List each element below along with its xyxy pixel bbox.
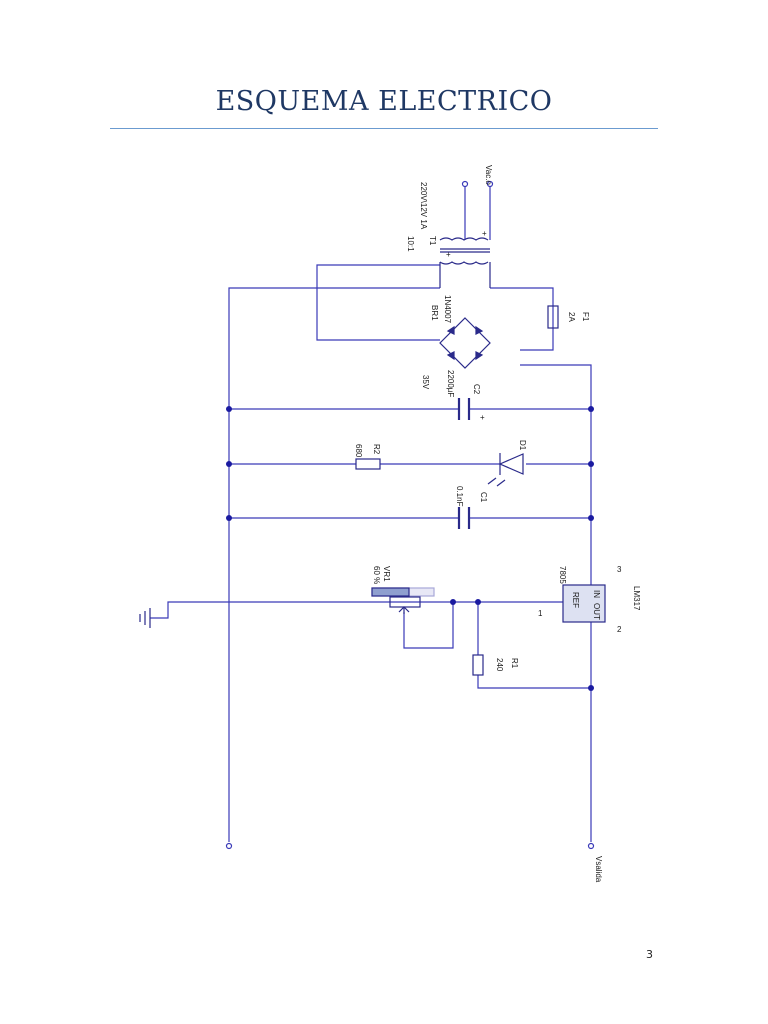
label-t1: T1 bbox=[428, 236, 437, 246]
junction-dot bbox=[226, 515, 232, 521]
capacitor-c2 bbox=[457, 398, 471, 420]
label-pin-ref: REF bbox=[571, 592, 580, 608]
schematic-labels: Vac.o 220V\12V 1A T1 10:1 + + 1N4007 BR1… bbox=[354, 165, 641, 883]
page-title: ESQUEMA ELECTRICO bbox=[215, 86, 553, 117]
junction-dot bbox=[588, 406, 594, 412]
regulator-lm317 bbox=[562, 584, 606, 623]
junction-dot bbox=[588, 515, 594, 521]
label-c2: C2 bbox=[472, 384, 481, 395]
r1-branch-wire-low bbox=[477, 675, 591, 689]
label-c1-val: 0.1nF bbox=[455, 486, 464, 507]
label-br1: BR1 bbox=[430, 305, 439, 321]
junction-dot bbox=[588, 685, 594, 691]
terminal-vout bbox=[587, 842, 595, 850]
ground-icon bbox=[139, 608, 151, 628]
junction-dots bbox=[226, 406, 594, 691]
label-c2-volt: 35V bbox=[421, 375, 430, 390]
page-number: 3 bbox=[646, 948, 653, 961]
label-plus-3: + bbox=[480, 413, 485, 422]
junction-dot bbox=[226, 406, 232, 412]
terminal-vac-1 bbox=[461, 180, 469, 188]
label-f1-val: 2A bbox=[567, 312, 576, 322]
junction-dot bbox=[226, 461, 232, 467]
label-pin-in: IN bbox=[592, 590, 601, 598]
label-reg-name: LM317 bbox=[632, 586, 641, 611]
label-r1-val: 240 bbox=[495, 658, 504, 672]
label-vout: Vsalida bbox=[594, 856, 603, 883]
label-reg-part: 7805 bbox=[558, 566, 567, 584]
transformer-loop-wire bbox=[316, 264, 440, 341]
label-pin2: 2 bbox=[617, 625, 622, 634]
potentiometer-vr1 bbox=[371, 587, 435, 614]
terminal-ground-out bbox=[225, 842, 233, 850]
junction-dot bbox=[588, 461, 594, 467]
label-vr1-pct: 60 % bbox=[372, 566, 381, 584]
label-plus-1: + bbox=[482, 229, 487, 238]
junction-dot bbox=[450, 599, 456, 605]
label-c1: C1 bbox=[479, 492, 488, 503]
resistor-r1 bbox=[472, 654, 484, 676]
left-rail-wire bbox=[228, 287, 440, 842]
terminals bbox=[225, 180, 595, 850]
fuse-wire bbox=[490, 287, 554, 351]
junction-dot bbox=[475, 599, 481, 605]
label-r2: R2 bbox=[372, 444, 381, 455]
label-br1-part: 1N4007 bbox=[443, 295, 452, 324]
label-vac-top: Vac.o bbox=[484, 165, 493, 185]
vr1-wiper-wire bbox=[403, 602, 454, 649]
fuse-f1 bbox=[547, 305, 559, 329]
label-pin1: 1 bbox=[538, 609, 543, 618]
label-r1: R1 bbox=[510, 658, 519, 669]
right-rail-wire bbox=[520, 364, 592, 842]
transformer-t1 bbox=[439, 237, 491, 288]
ground-wire bbox=[150, 601, 563, 619]
label-vr1: VR1 bbox=[382, 566, 391, 582]
wires bbox=[150, 186, 592, 842]
label-d1: D1 bbox=[518, 440, 527, 451]
terminal-vac-2 bbox=[486, 180, 494, 188]
capacitor-c1 bbox=[457, 507, 471, 529]
title-underline bbox=[110, 128, 658, 129]
components bbox=[139, 237, 606, 676]
label-vac-in: 220V\12V 1A bbox=[419, 182, 428, 230]
label-pin-out: OUT bbox=[592, 603, 601, 620]
label-c2-val: 2200µF bbox=[446, 370, 455, 397]
label-f1: F1 bbox=[581, 312, 590, 322]
resistor-r2 bbox=[355, 458, 381, 470]
label-r2-val: 680 bbox=[354, 444, 363, 458]
label-ratio: 10:1 bbox=[406, 236, 415, 252]
label-pin3: 3 bbox=[617, 565, 622, 574]
bridge-rectifier-br1 bbox=[439, 317, 491, 369]
label-plus-2: + bbox=[446, 250, 451, 259]
led-d1 bbox=[487, 453, 524, 487]
